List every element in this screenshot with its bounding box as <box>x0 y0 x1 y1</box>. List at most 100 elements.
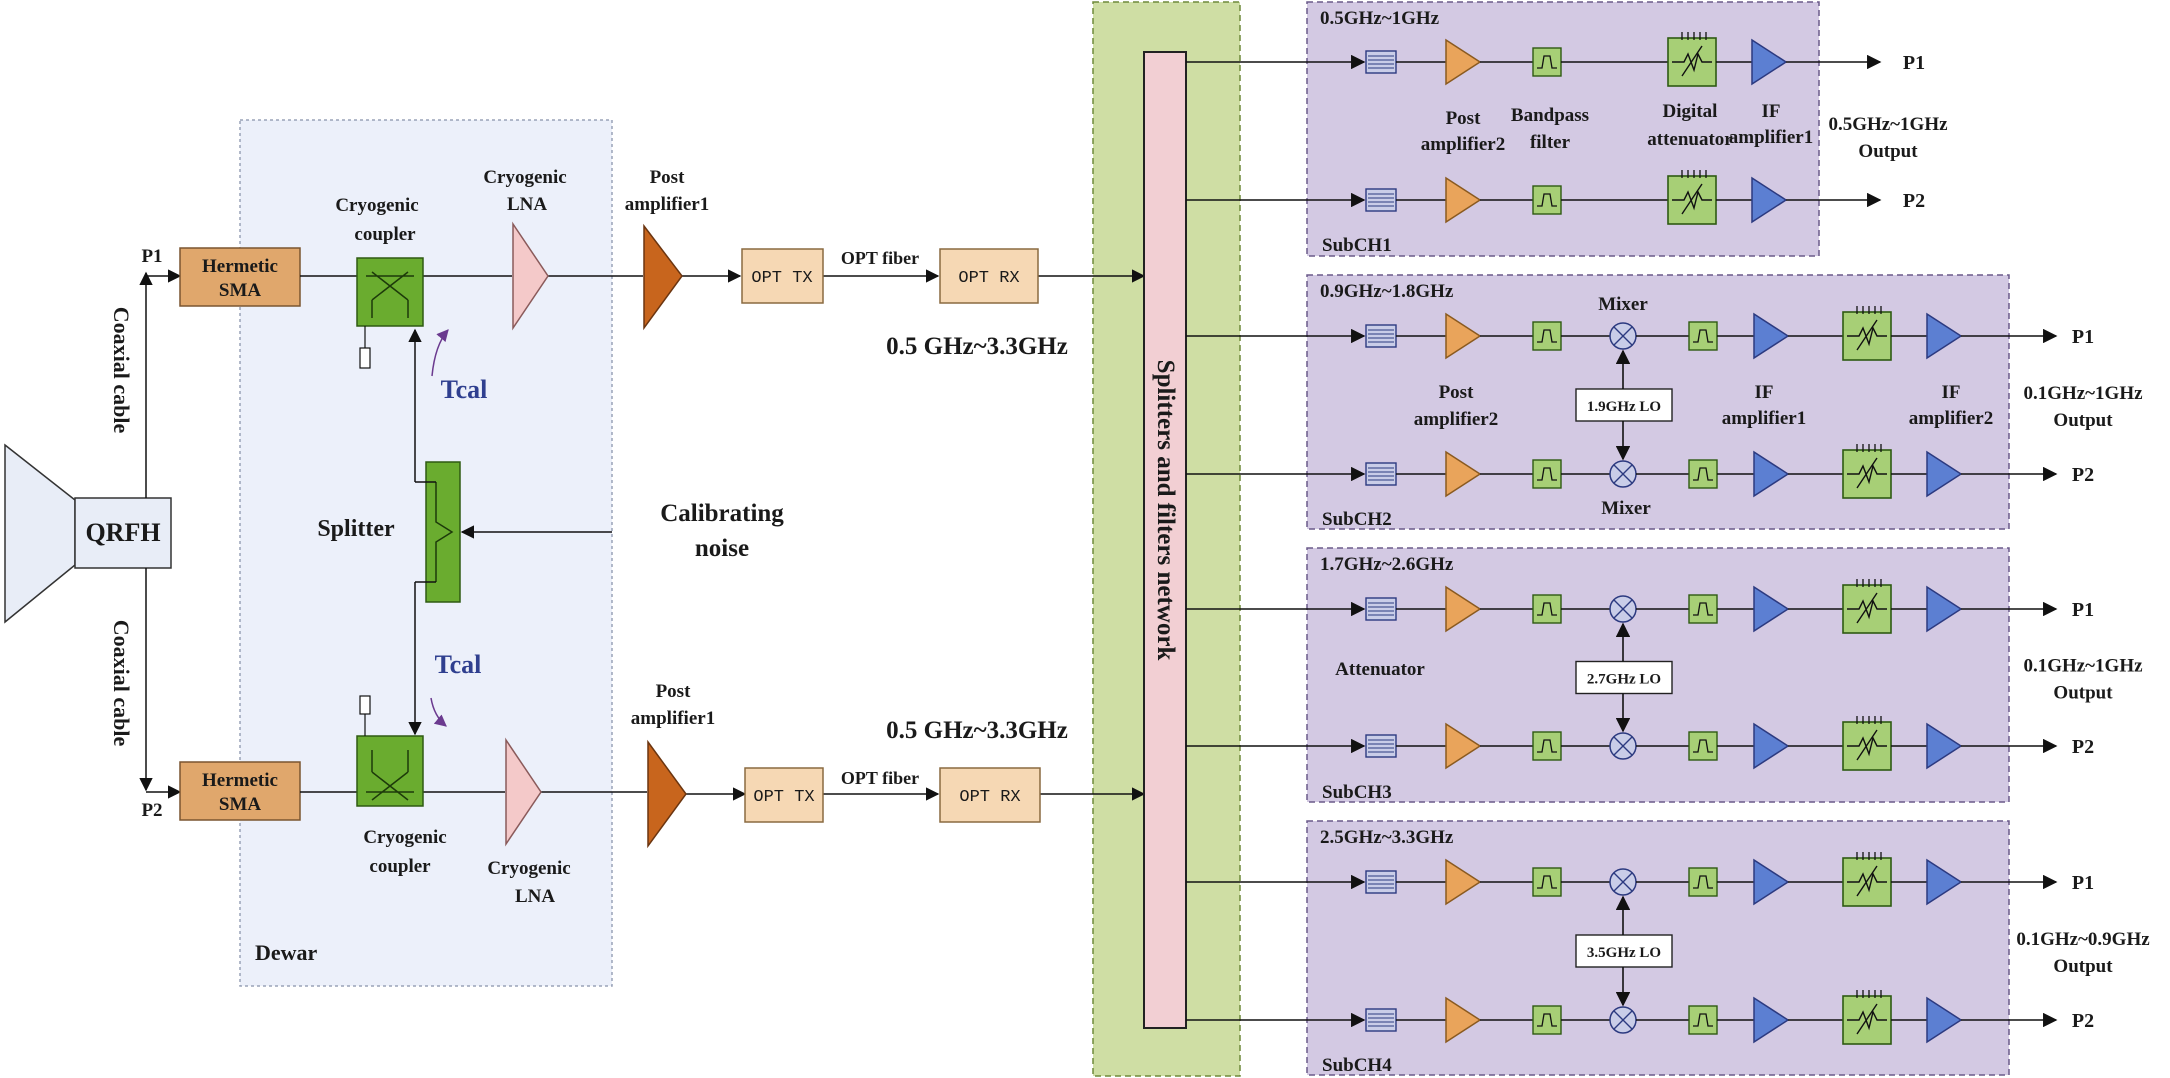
lna-top-line1: Cryogenic <box>483 167 566 188</box>
post1-bottom-line1: Post <box>656 681 692 702</box>
subch2-bpf-p2-icon <box>1532 459 1562 489</box>
coax-label-top: Coaxial cable <box>109 307 134 434</box>
subch2-output-band: 0.1GHz~1GHz <box>2023 383 2143 404</box>
subch2-if-bpf-p2-icon <box>1688 459 1718 489</box>
subch2-if-amp2-p1-icon <box>1926 312 1963 360</box>
coupler-top-line2: coupler <box>354 224 416 245</box>
post-amplifier1-top-icon <box>643 223 683 331</box>
tcal-arrow-bottom <box>430 697 447 727</box>
subch4-range-label: 2.5GHz~3.3GHz <box>1320 827 1454 848</box>
qrfh-label: QRFH <box>85 518 160 547</box>
opt-rx-top <box>939 248 1039 304</box>
cryogenic-lna-top-icon <box>512 221 549 331</box>
subch2-post-amp2-p1-icon <box>1445 312 1482 360</box>
subch4-preatt-p2-icon <box>1365 1008 1397 1032</box>
hermetic-label-bottom-line1: Hermetic <box>202 770 278 791</box>
subch4-output-band: 0.1GHz~0.9GHz <box>2016 929 2150 950</box>
subch4-if-bpf-p2-icon <box>1688 1005 1718 1035</box>
subch1-output-band: 0.5GHz~1GHz <box>1828 114 1948 135</box>
hermetic-label-bottom-line2: SMA <box>219 794 262 815</box>
subch1-output-word: Output <box>1858 141 1918 162</box>
subch2-output-word: Output <box>2053 410 2113 431</box>
post1-bottom-line2: amplifier1 <box>631 708 715 729</box>
splitter-label: Splitter <box>317 516 395 542</box>
subch3-range-label: 1.7GHz~2.6GHz <box>1320 554 1454 575</box>
subch2-post2-line1: Post <box>1439 382 1475 403</box>
subch2-p1-output-label: P1 <box>2072 326 2094 348</box>
subch4-if-amp2-p1-icon <box>1926 858 1963 906</box>
subch4-name-label: SubCH4 <box>1322 1055 1392 1076</box>
network-label: Splitters and filters network <box>1152 360 1179 661</box>
cal-noise-line1: Calibrating <box>660 500 784 527</box>
subch2-range-label: 0.9GHz~1.8GHz <box>1320 281 1454 302</box>
subch3-preatt-p1-icon <box>1365 597 1397 621</box>
subch4-if-amp1-p1-icon <box>1753 858 1790 906</box>
subch3-p1-output-label: P1 <box>2072 599 2094 621</box>
band-label-bottom: 0.5 GHz~3.3GHz <box>886 717 1068 744</box>
opt-fiber-top-label: OPT fiber <box>841 248 919 268</box>
subch4-post-amp2-p2-icon <box>1445 996 1482 1044</box>
subch4-if-amp2-p2-icon <box>1926 996 1963 1044</box>
hermetic-label-top-line1: Hermetic <box>202 256 278 277</box>
subch1-range-label: 0.5GHz~1GHz <box>1320 8 1440 29</box>
tcal-label-top: Tcal <box>441 375 488 404</box>
subch3-if-bpf-p2-icon <box>1688 731 1718 761</box>
subch3-post-amp2-p2-icon <box>1445 722 1482 770</box>
subch1-if-amp1-p2-icon <box>1751 176 1788 224</box>
subch1-bpf-p2-icon <box>1532 185 1562 215</box>
splitter-filter-bar <box>1143 51 1187 1029</box>
subch2-preatt-p2-icon <box>1365 462 1397 486</box>
subch1-att-line1: Digital <box>1663 101 1718 122</box>
dewar-label: Dewar <box>255 940 318 965</box>
subch3-if-bpf-p1-icon <box>1688 594 1718 624</box>
subch1-if1-line1: IF <box>1762 101 1781 122</box>
subch4-p2-output-label: P2 <box>2072 1010 2094 1032</box>
subch3-if-amp1-p2-icon <box>1753 722 1790 770</box>
splitter-icon <box>415 461 461 603</box>
lna-bottom-line2: LNA <box>515 886 555 907</box>
opt-tx-bottom <box>744 767 824 823</box>
hermetic-sma-bottom <box>179 761 301 821</box>
subch2-if2-line2: amplifier2 <box>1909 408 1993 429</box>
subch3-attenuator: Attenuator <box>1335 659 1425 680</box>
subch2-post-amp2-p2-icon <box>1445 450 1482 498</box>
qrfh-feed-icon <box>4 443 172 624</box>
subch2-if1-line1: IF <box>1755 382 1774 403</box>
subch3-output-word: Output <box>2053 683 2113 704</box>
subch2-preatt-p1-icon <box>1365 324 1397 348</box>
subch1-bpf-line1: Bandpass <box>1511 105 1589 126</box>
subch4-bpf-p2-icon <box>1532 1005 1562 1035</box>
subch4-output-word: Output <box>2053 956 2113 977</box>
hermetic-sma-top <box>179 247 301 307</box>
subch2-if-bpf-p1-icon <box>1688 321 1718 351</box>
subch1-bpf-p1-icon <box>1532 47 1562 77</box>
subch3-bpf-p1-icon <box>1532 594 1562 624</box>
opt-tx-bottom-label: OPT TX <box>753 788 814 807</box>
opt-rx-bottom-label: OPT RX <box>959 788 1020 807</box>
subch2-mixer-bottom: Mixer <box>1601 498 1651 519</box>
subch3-lo-box <box>1575 660 1673 695</box>
subch4-if-bpf-p1-icon <box>1688 867 1718 897</box>
subch4-lo-box <box>1575 934 1673 968</box>
subch3-bpf-p2-icon <box>1532 731 1562 761</box>
subch3-p2-output-label: P2 <box>2072 736 2094 758</box>
subch1-preatt-p2-icon <box>1365 188 1397 212</box>
subch1-panel <box>1306 1 1820 257</box>
cryogenic-coupler-bottom <box>356 695 424 807</box>
coupler-bottom-line1: Cryogenic <box>363 827 446 848</box>
subch1-post-amp2-p1-icon <box>1445 38 1482 86</box>
cal-noise-line2: noise <box>695 535 749 562</box>
subch2-if-amp1-p2-icon <box>1753 450 1790 498</box>
subch2-if1-line2: amplifier1 <box>1722 408 1806 429</box>
lna-top-line2: LNA <box>507 194 547 215</box>
coupler-top-line1: Cryogenic <box>335 195 418 216</box>
subch2-mixer-top: Mixer <box>1598 294 1648 315</box>
subch1-post2-line2: amplifier2 <box>1421 134 1505 155</box>
cryogenic-coupler-top <box>356 257 424 369</box>
subch4-if-amp1-p2-icon <box>1753 996 1790 1044</box>
subch1-post2-line1: Post <box>1446 108 1482 129</box>
opt-rx-bottom <box>939 767 1041 823</box>
opt-fiber-bottom-label: OPT fiber <box>841 768 919 788</box>
tcal-label-bottom: Tcal <box>435 650 482 679</box>
